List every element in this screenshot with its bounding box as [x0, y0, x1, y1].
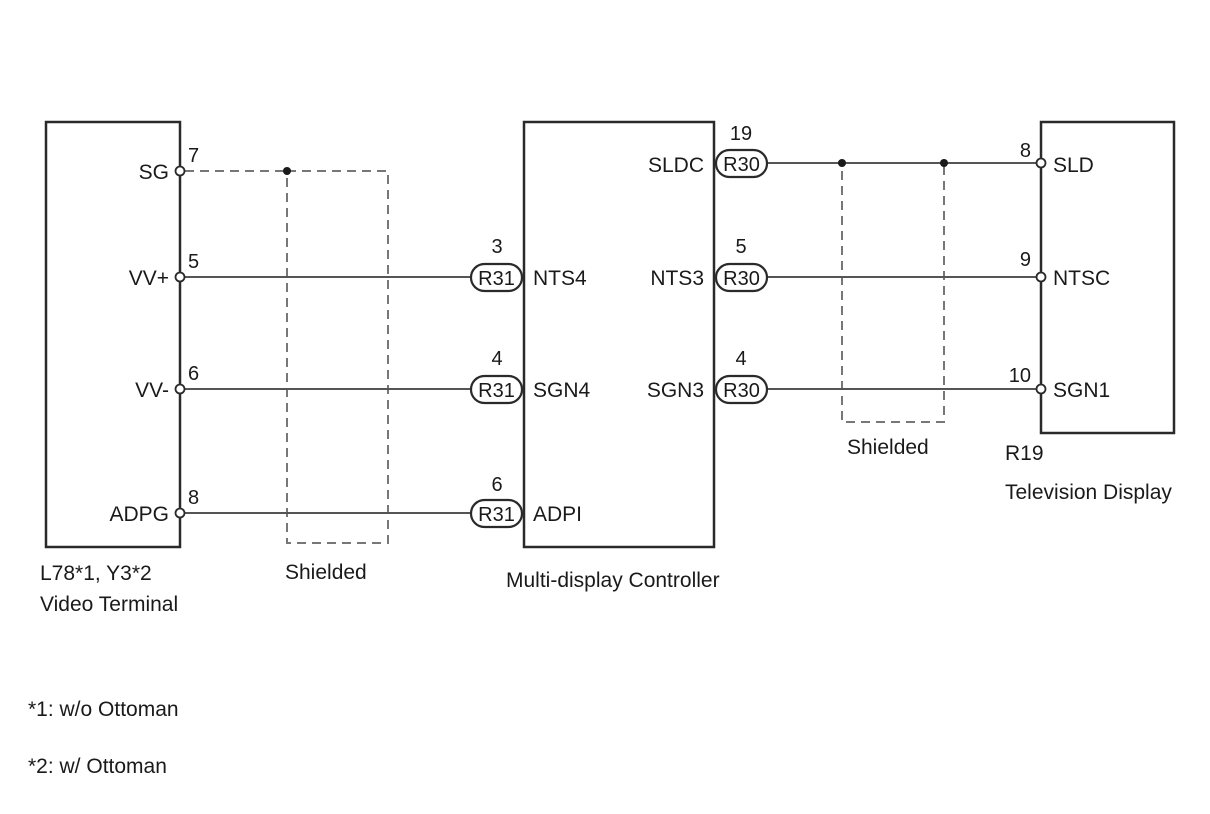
- pin-label-nts3: NTS3: [650, 267, 704, 290]
- pin-number-nts3: 5: [735, 236, 746, 258]
- connector-code-r30: R30: [723, 268, 760, 290]
- pin-label-adpi: ADPI: [533, 503, 582, 526]
- connector-oval-r31-nts4: [469, 262, 524, 293]
- terminal-sld: [1035, 157, 1047, 169]
- pin-label-sld: SLD: [1053, 154, 1094, 177]
- terminal-vvplus: [174, 271, 186, 283]
- video-terminal-connector: L78*1, Y3*2: [40, 562, 152, 585]
- connector-oval-r30-nts3: [714, 262, 769, 293]
- terminal-vvminus: [174, 383, 186, 395]
- right-shield-label: Shielded: [847, 436, 929, 459]
- footnote-2: *2: w/ Ottoman: [28, 755, 167, 778]
- pin-number-sgn1: 10: [1009, 365, 1031, 387]
- pin-number-sld: 8: [1020, 140, 1031, 162]
- pin-number-sgn3: 4: [735, 348, 746, 370]
- right-shield-outline: [841, 162, 945, 423]
- pin-label-ntsc: NTSC: [1053, 267, 1110, 290]
- pin-label-vvminus: VV-: [135, 379, 169, 402]
- pin-label-sgn3: SGN3: [647, 379, 704, 402]
- terminal-sgn1: [1035, 383, 1047, 395]
- multi-display-controller-box: [522, 120, 716, 549]
- shield-junction-dot: [283, 167, 291, 175]
- multi-display-controller-name: Multi-display Controller: [506, 569, 720, 592]
- video-terminal-name: Video Terminal: [40, 593, 178, 616]
- shield-junction-dot: [940, 159, 948, 167]
- terminal-ntsc: [1035, 271, 1047, 283]
- connector-oval-r30-sldc: [714, 148, 769, 179]
- pin-number-nts4: 3: [491, 236, 502, 258]
- pin-label-sldc: SLDC: [648, 154, 704, 177]
- connector-code-r30: R30: [723, 380, 760, 402]
- left-shield-outline: [286, 170, 389, 544]
- pin-label-sg: SG: [139, 161, 169, 184]
- terminal-sg: [174, 165, 186, 177]
- pin-number-sg: 7: [188, 145, 199, 167]
- connector-code-r31: R31: [478, 380, 515, 402]
- video-terminal-box: [44, 120, 182, 549]
- connector-oval-r31-sgn4: [469, 374, 524, 405]
- pin-label-adpg: ADPG: [109, 503, 169, 526]
- pin-label-vvplus: VV+: [129, 267, 169, 290]
- footnote-1: *1: w/o Ottoman: [28, 698, 179, 721]
- television-display-name: Television Display: [1005, 481, 1172, 504]
- pin-number-vvplus: 5: [188, 251, 199, 273]
- pin-number-adpg: 8: [188, 487, 199, 509]
- pin-label-sgn4: SGN4: [533, 379, 591, 402]
- connector-oval-r31-adpi: [469, 498, 524, 529]
- pin-number-adpi: 6: [491, 474, 502, 496]
- left-shield-label: Shielded: [285, 561, 367, 584]
- connector-code-r31: R31: [478, 504, 515, 526]
- pin-label-sgn1: SGN1: [1053, 379, 1110, 402]
- pin-number-sldc: 19: [730, 123, 752, 145]
- television-display-connector: R19: [1005, 442, 1044, 465]
- pin-label-nts4: NTS4: [533, 267, 587, 290]
- connector-code-r31: R31: [478, 268, 515, 290]
- pin-number-ntsc: 9: [1020, 249, 1031, 271]
- pin-number-vvminus: 6: [188, 363, 199, 385]
- connector-oval-r30-sgn3: [714, 374, 769, 405]
- terminal-adpg: [174, 507, 186, 519]
- pin-number-sgn4: 4: [491, 348, 502, 370]
- shield-junction-dot: [838, 159, 846, 167]
- connector-code-r30: R30: [723, 154, 760, 176]
